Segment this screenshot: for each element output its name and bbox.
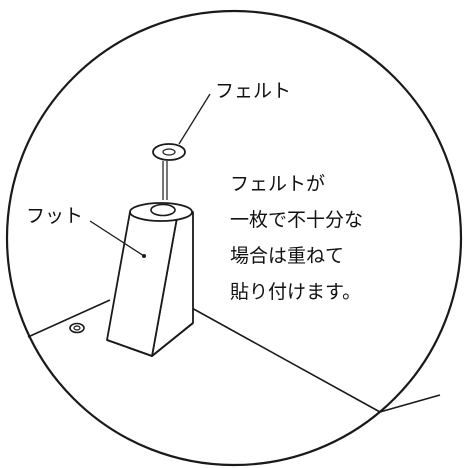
foot-block bbox=[106, 202, 194, 357]
circle-frame bbox=[5, 9, 463, 467]
note-line-3: 場合は重ねて bbox=[230, 245, 344, 267]
felt-label: フェルト bbox=[215, 80, 291, 102]
felt-leader-line bbox=[178, 93, 211, 145]
foot-leader-line bbox=[89, 220, 145, 257]
note-line-2: 一枚で不十分な bbox=[230, 209, 363, 231]
felt-pad bbox=[152, 143, 186, 161]
foot-label: フット bbox=[26, 205, 83, 227]
floor-edge-right bbox=[189, 306, 381, 413]
floor-edge-bottom bbox=[379, 394, 441, 413]
foot-leader-dot bbox=[142, 254, 146, 258]
note-line-1: フェルトが bbox=[230, 173, 325, 195]
floor-edge-left bbox=[27, 299, 111, 338]
screw-hole bbox=[69, 322, 85, 334]
note-line-4: 貼り付けます。 bbox=[230, 281, 361, 303]
